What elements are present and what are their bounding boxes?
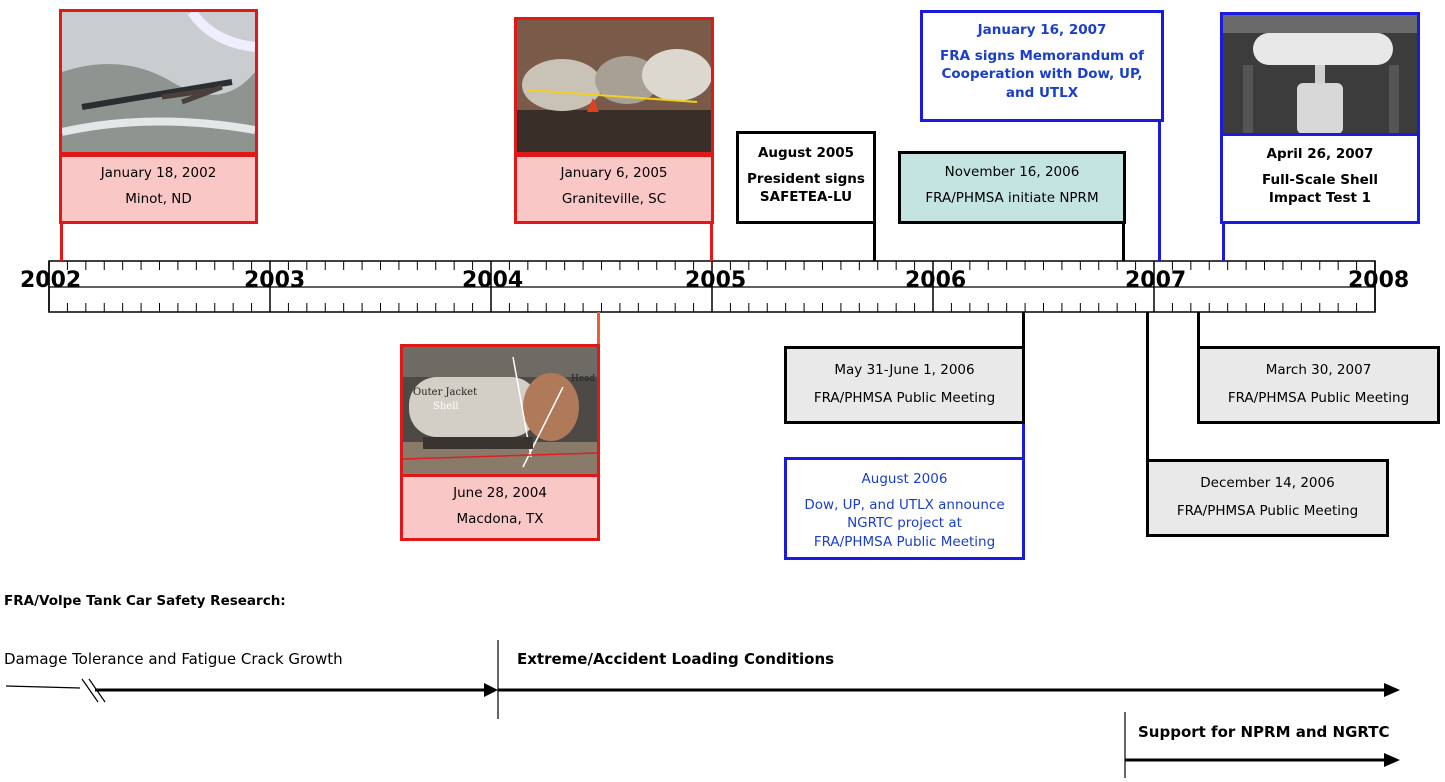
nprm-connector: [1122, 224, 1125, 261]
minot-date: January 18, 2002: [100, 165, 217, 181]
meeting-aug-desc-line2: NGRTC project at: [847, 515, 962, 532]
year-label-2008: 2008: [1348, 268, 1410, 293]
moc-event-box: January 16, 2007 FRA signs Memorandum of…: [920, 10, 1164, 122]
meeting-mar-connector: [1197, 312, 1200, 348]
year-label-2006: 2006: [905, 268, 967, 293]
meeting-dec-connector: [1146, 312, 1149, 462]
shelltest-date: April 26, 2007: [1266, 146, 1374, 162]
safetea-connector: [873, 224, 876, 261]
graniteville-connector: [710, 224, 713, 261]
meeting-aug-desc-line3: FRA/PHMSA Public Meeting: [813, 533, 996, 550]
meeting-may-date: May 31-June 1, 2006: [834, 362, 975, 378]
year-label-2003: 2003: [244, 268, 306, 293]
minot-event-box: January 18, 2002 Minot, ND: [59, 154, 258, 224]
meeting-dec-date: December 14, 2006: [1200, 475, 1335, 491]
meeting-aug-date: August 2006: [861, 471, 948, 487]
graniteville-photo: [514, 17, 714, 155]
meeting-dec-desc: FRA/PHMSA Public Meeting: [1176, 503, 1359, 520]
year-label-2005: 2005: [685, 268, 747, 293]
macdona-derailment-image: Outer Jacket Shell Head: [403, 347, 597, 474]
nprm-desc: FRA/PHMSA initiate NPRM: [925, 190, 1099, 207]
research-title: FRA/Volpe Tank Car Safety Research:: [4, 593, 286, 609]
nprm-date: November 16, 2006: [944, 164, 1080, 180]
safetea-desc-line2: SAFETEA-LU: [759, 189, 853, 206]
macdona-photo: Outer Jacket Shell Head: [400, 344, 600, 477]
photo-label-outer-jacket: Outer Jacket: [413, 387, 477, 398]
shelltest-desc-line2: Impact Test 1: [1268, 190, 1372, 207]
shelltest-photo: [1220, 12, 1420, 137]
year-label-2002: 2002: [20, 268, 82, 293]
graniteville-date: January 6, 2005: [560, 165, 668, 181]
macdona-event-box: June 28, 2004 Macdona, TX: [400, 474, 600, 541]
shelltest-desc-line1: Full-Scale Shell: [1261, 172, 1379, 189]
minot-place: Minot, ND: [125, 191, 192, 208]
macdona-date: June 28, 2004: [453, 485, 547, 501]
meeting-may-event-box: May 31-June 1, 2006 FRA/PHMSA Public Mee…: [784, 346, 1025, 424]
moc-desc-line2: Cooperation with Dow, UP,: [941, 66, 1143, 83]
moc-date: January 16, 2007: [977, 22, 1107, 38]
meeting-mar-date: March 30, 2007: [1265, 362, 1372, 378]
moc-desc-line1: FRA signs Memorandum of: [940, 48, 1144, 65]
minot-derailment-image: [62, 12, 255, 152]
meeting-aug-connector: [1022, 424, 1025, 459]
macdona-place: Macdona, TX: [456, 511, 544, 528]
meeting-may-desc: FRA/PHMSA Public Meeting: [813, 390, 996, 407]
year-label-2007: 2007: [1125, 268, 1187, 293]
macdona-connector: [597, 312, 600, 346]
meeting-mar-event-box: March 30, 2007 FRA/PHMSA Public Meeting: [1197, 346, 1440, 424]
safetea-desc-line1: President signs: [747, 171, 865, 188]
graniteville-place: Graniteville, SC: [561, 191, 667, 208]
meeting-aug-event-box: August 2006 Dow, UP, and UTLX announce N…: [784, 457, 1025, 560]
research-phase3-label: Support for NPRM and NGRTC: [1138, 723, 1390, 741]
moc-desc-line3: and UTLX: [1005, 84, 1079, 101]
photo-label-head: Head: [571, 374, 596, 384]
research-phase2-label: Extreme/Accident Loading Conditions: [517, 650, 835, 668]
minot-photo: [59, 9, 258, 155]
minot-connector: [60, 224, 63, 261]
year-label-2004: 2004: [462, 268, 524, 293]
shelltest-connector: [1222, 224, 1225, 261]
meeting-aug-desc-line1: Dow, UP, and UTLX announce: [804, 497, 1005, 514]
nprm-event-box: November 16, 2006 FRA/PHMSA initiate NPR…: [898, 151, 1126, 224]
graniteville-derailment-image: [517, 20, 711, 152]
shelltest-image: [1223, 15, 1417, 134]
meeting-dec-event-box: December 14, 2006 FRA/PHMSA Public Meeti…: [1146, 459, 1389, 537]
meeting-may-connector: [1022, 312, 1025, 348]
safetea-event-box: August 2005 President signs SAFETEA-LU: [736, 131, 876, 224]
shelltest-event-box: April 26, 2007 Full-Scale Shell Impact T…: [1220, 133, 1420, 224]
research-phase1-label: Damage Tolerance and Fatigue Crack Growt…: [4, 650, 343, 668]
photo-label-shell: Shell: [433, 401, 459, 412]
safetea-date: August 2005: [757, 145, 855, 161]
meeting-mar-desc: FRA/PHMSA Public Meeting: [1227, 390, 1410, 407]
moc-connector: [1158, 122, 1161, 261]
graniteville-event-box: January 6, 2005 Graniteville, SC: [514, 154, 714, 224]
